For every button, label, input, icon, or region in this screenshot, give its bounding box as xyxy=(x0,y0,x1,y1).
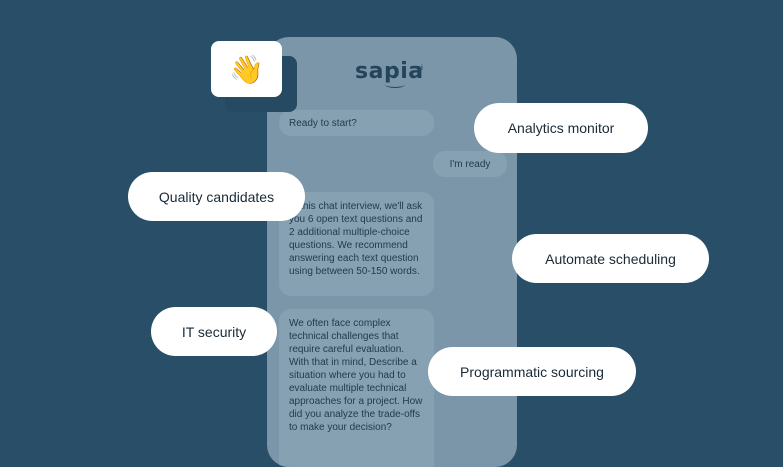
tag-analytics-monitor: Analytics monitor xyxy=(474,103,648,153)
chat-bubble-intro: In this chat interview, we'll ask you 6 … xyxy=(279,192,434,296)
logo-ai-suffix: ai xyxy=(417,65,423,72)
tag-programmatic-sourcing: Programmatic sourcing xyxy=(428,347,636,396)
tag-it-security: IT security xyxy=(151,307,277,356)
waving-hand-icon: 👋 xyxy=(211,41,282,97)
tag-quality-candidates: Quality candidates xyxy=(128,172,305,221)
chat-bubble-user-reply: I'm ready xyxy=(433,151,507,177)
logo-smile-mark xyxy=(385,81,405,88)
tag-automate-scheduling: Automate scheduling xyxy=(512,234,709,283)
chat-bubble-question: We often face complex technical challeng… xyxy=(279,309,434,467)
chat-bubble-start: Ready to start? xyxy=(279,110,434,136)
chat-phone-mockup: sapia ai Ready to start? I'm ready In th… xyxy=(267,37,517,467)
sapia-logo: sapia xyxy=(355,59,424,84)
